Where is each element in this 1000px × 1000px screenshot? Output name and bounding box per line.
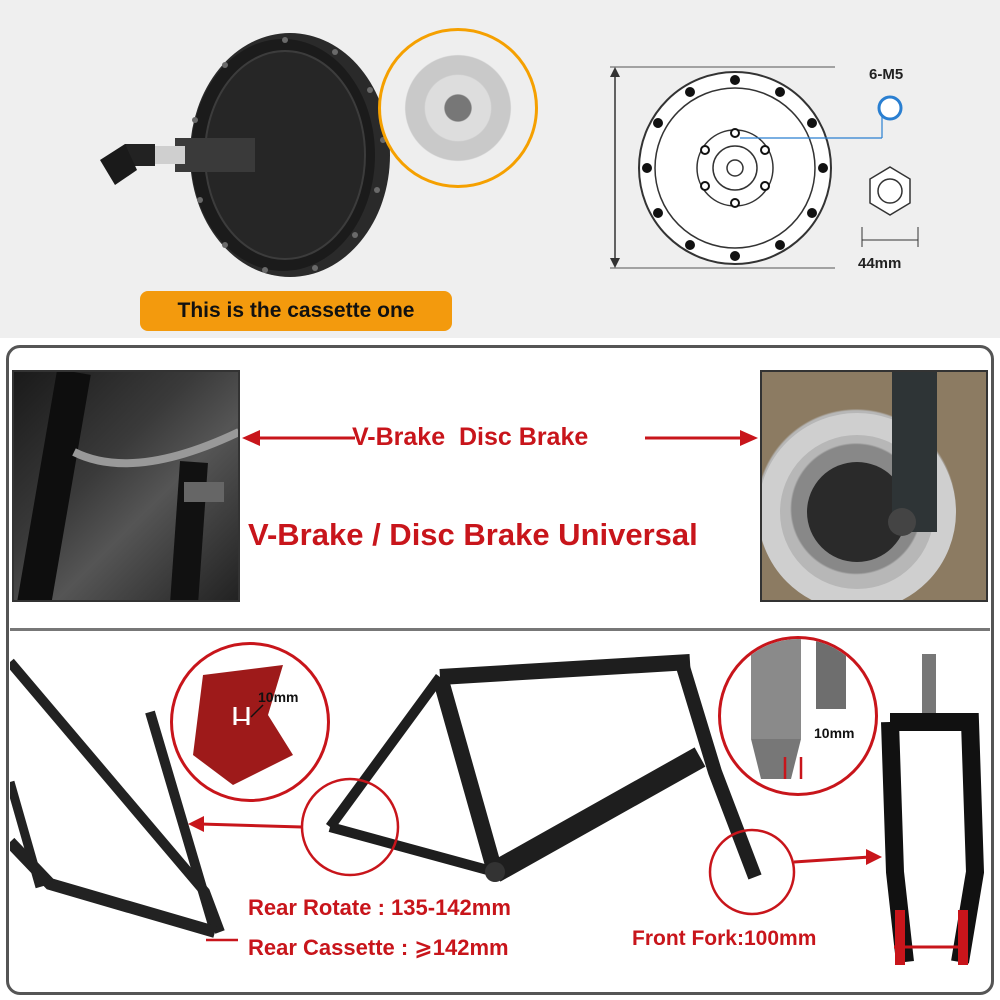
rear-cassette-spec: Rear Cassette : ⩾142mm [248,935,509,960]
bolt-circle-label: 44mm [858,255,902,272]
brake-type-label: V-Brake Disc Brake [352,423,589,451]
section-divider [10,628,990,631]
cassette-badge: This is the cassette one [140,291,452,331]
front-fork-spec: Front Fork:100mm [632,927,817,950]
rear-rotate-spec: Rear Rotate : 135-142mm [248,895,511,920]
brake-arrow [242,430,758,446]
front-dropout-width: 10mm [814,725,855,741]
frame-diagram [10,654,985,965]
rear-dropout-width: 10mm [258,689,299,705]
brake-universal-label: V-Brake / Disc Brake Universal [248,517,698,552]
cassette-closeup-image [378,28,538,188]
bolt-spec-label: 6-M5 [869,66,904,83]
brake-compatibility-row [12,370,988,605]
product-top-section: This is the cassette one [0,0,1000,338]
disc-brake-photo [760,370,988,602]
hub-motor-image [100,33,390,277]
rear-dropout-callout [170,642,330,802]
v-brake-photo [12,370,240,602]
hub-flange-diagram [610,66,919,269]
front-dropout-callout [718,636,878,796]
